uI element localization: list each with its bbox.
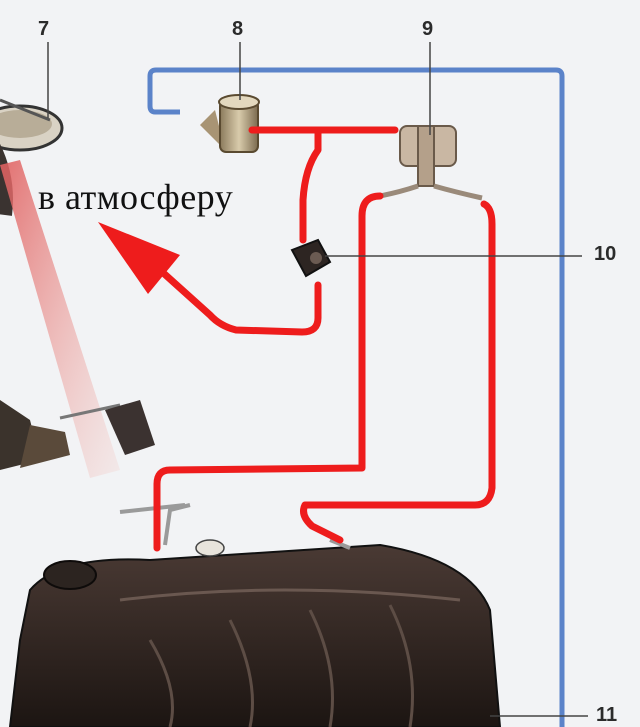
vapor-line-10-to-outlet: [156, 266, 322, 336]
callout-9: 9: [422, 18, 434, 40]
callout-8: 8: [232, 18, 244, 40]
vapor-line-9-right-branch: [300, 200, 496, 544]
atmosphere-arrow: [98, 222, 180, 294]
vapor-line-to-10: [299, 128, 322, 244]
callout-11: 11: [596, 704, 618, 726]
component-10-gravity-valve: [290, 238, 332, 278]
atmosphere-caption: в атмосферу: [38, 177, 234, 217]
callout-7: 7: [38, 18, 50, 40]
component-8-valve: [200, 94, 260, 153]
vapor-line-9-left-branch: [153, 192, 384, 552]
leader-lines: [47, 42, 588, 717]
callout-10: 10: [594, 243, 617, 265]
light-beam: [0, 160, 120, 478]
blue-return-line: [147, 67, 565, 727]
fuel-tank: [8, 503, 502, 727]
pedal-assembly: [0, 400, 155, 470]
vapor-lines: [153, 126, 496, 552]
component-9-separator: [379, 125, 483, 201]
